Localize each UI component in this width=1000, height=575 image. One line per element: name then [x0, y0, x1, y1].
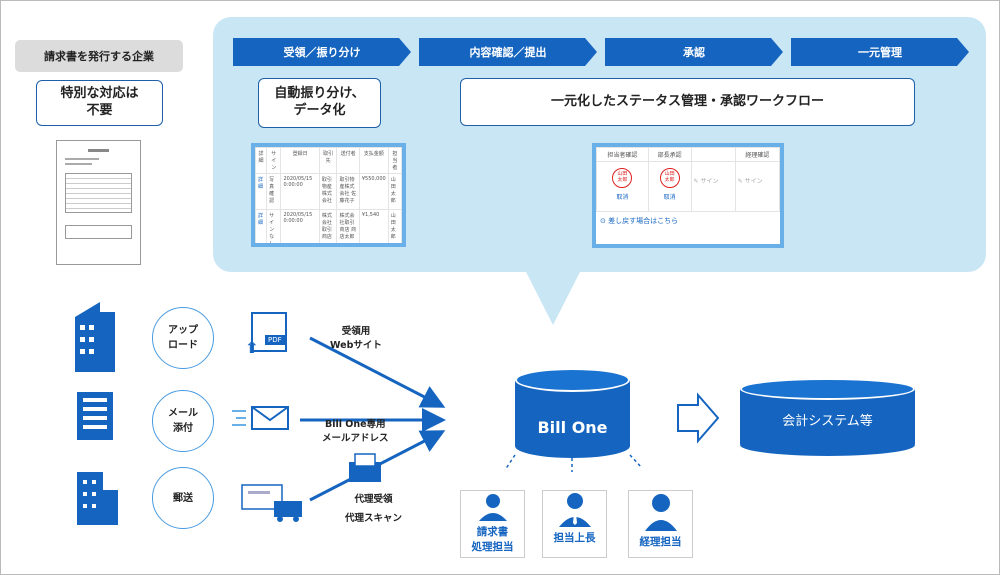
workflow-box: 一元化したステータス管理・承認ワークフロー — [460, 78, 915, 126]
invoice-doc-icon — [56, 140, 141, 265]
table-cell: サインなし — [266, 209, 282, 243]
pdf-upload-icon: PDF ⇧ — [245, 312, 293, 357]
sign-button[interactable]: サイン — [700, 178, 719, 185]
table-cell: 2020/05/15 0:00:00 — [280, 173, 320, 210]
stamp-icon: 山田 太郎 — [612, 168, 633, 188]
approval-screenshot: 担当者確認部長承認経理確認 山田 太郎取消 山田 太郎取消 ✎ サイン ✎ サイ… — [592, 143, 784, 248]
mail-desc: 代理受領 代理スキャン — [345, 494, 403, 524]
person-label: 経理担当 — [639, 536, 682, 548]
cancel-link[interactable]: 取消 — [616, 194, 629, 201]
accounting-system-database: 会計システム等 — [740, 378, 915, 456]
table-cell: 株式会社取引商店 商店太郎 — [336, 209, 360, 243]
person-female-icon — [645, 494, 677, 531]
sendback-link[interactable]: ⊙ 差し戻す場合はこちら — [600, 217, 679, 225]
bill-one-label: Bill One — [537, 418, 608, 437]
building-icon — [77, 392, 113, 440]
stamp-icon: 山田 太郎 — [659, 168, 680, 188]
col-header: 登録日 — [280, 147, 320, 174]
table-cell: ¥1,540 — [358, 209, 389, 243]
person-accounting: 経理担当 — [628, 490, 693, 558]
table-cell: 写真確認 — [266, 173, 282, 210]
channel-mail: 郵送 — [152, 467, 214, 529]
email-desc: Bill One専用 メールアドレス — [322, 419, 389, 445]
speech-tail — [525, 270, 581, 325]
table-cell: 山田太郎 — [387, 209, 402, 243]
building-icon — [77, 472, 118, 525]
bill-one-database: Bill One — [515, 368, 630, 458]
step-manage: 一元管理 — [791, 38, 969, 66]
postal-truck-icon — [241, 484, 302, 522]
step-approve: 承認 — [605, 38, 783, 66]
person-manager: 担当上長 — [542, 490, 607, 558]
arrow-mail — [309, 430, 446, 502]
accounting-label: 会計システム等 — [782, 414, 873, 429]
channel-email: メール 添付 — [152, 390, 214, 452]
auto-sort-box: 自動振り分け、 データ化 — [258, 78, 381, 128]
step-confirm: 内容確認／提出 — [419, 38, 597, 66]
col-header: サイン — [266, 147, 282, 174]
step-receive: 受領／振り分け — [233, 38, 411, 66]
person-icon — [479, 494, 507, 521]
arrow-to-accounting — [677, 392, 720, 444]
arrow-upload — [309, 336, 446, 408]
sendback-label: 差し戻す場合はこちら — [608, 217, 679, 225]
upload-desc: 受領用 Webサイト — [330, 326, 382, 352]
channel-upload: アップ ロード — [152, 307, 214, 369]
table-cell: 2020/05/15 0:00:00 — [280, 209, 320, 243]
person-label: 担当上長 — [553, 532, 596, 544]
issuer-label: 請求書を発行する企業 — [15, 40, 183, 72]
cancel-link[interactable]: 取消 — [663, 194, 676, 201]
email-icon — [232, 406, 289, 430]
sign-button[interactable]: サイン — [744, 178, 763, 185]
pdf-label: PDF — [265, 335, 285, 345]
building-icon — [75, 302, 115, 372]
person-tie-icon — [559, 493, 591, 527]
table-cell: 株式会社取引商店 — [318, 209, 338, 243]
col-header: 取引先 — [318, 147, 338, 174]
table-cell: ¥550,000 — [358, 173, 389, 210]
no-special-box: 特別な対応は 不要 — [36, 80, 163, 126]
person-invoice-handler: 請求書 処理担当 — [460, 490, 525, 558]
person-label: 請求書 処理担当 — [471, 526, 514, 553]
